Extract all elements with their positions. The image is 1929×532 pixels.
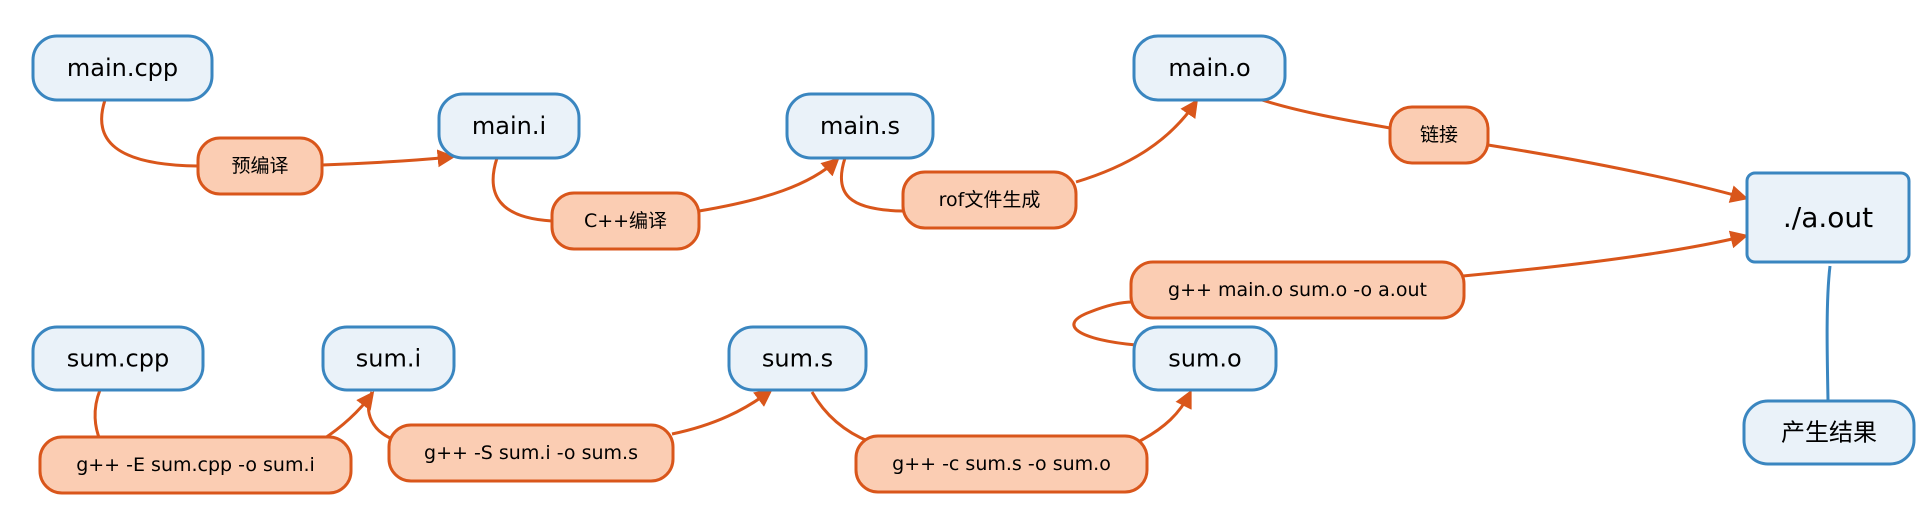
step-label: 预编译 xyxy=(231,155,288,177)
step-label: g++ main.o sum.o -o a.out xyxy=(1168,279,1427,301)
edge-main-i-to-compile xyxy=(491,157,553,223)
step-preprocess[interactable]: 预编译 xyxy=(196,136,324,196)
node-main-o[interactable]: main.o xyxy=(1132,34,1287,102)
step-gpp-e[interactable]: g++ -E sum.cpp -o sum.i xyxy=(38,435,353,495)
node-label: main.i xyxy=(472,112,546,140)
step-assemble[interactable]: rof文件生成 xyxy=(901,170,1078,230)
step-gpp-link[interactable]: g++ main.o sum.o -o a.out xyxy=(1129,260,1466,320)
node-sum-o[interactable]: sum.o xyxy=(1132,325,1278,392)
node-label: 产生结果 xyxy=(1781,419,1877,447)
step-compile[interactable]: C++编译 xyxy=(550,191,701,251)
edge-assemble-to-main-o xyxy=(1075,99,1199,184)
node-label: ./a.out xyxy=(1783,201,1873,234)
edge-sum-o-to-gpp-link xyxy=(1072,300,1137,347)
edge-sum-i-to-gpp-s xyxy=(367,391,396,442)
edge-aout-to-result xyxy=(1825,265,1832,401)
node-sum-i[interactable]: sum.i xyxy=(321,325,456,392)
node-result[interactable]: 产生结果 xyxy=(1742,399,1916,466)
step-label: g++ -c sum.s -o sum.o xyxy=(892,453,1111,475)
edge-sum-s-to-gpp-c xyxy=(810,391,871,444)
node-main-s[interactable]: main.s xyxy=(785,92,935,160)
edge-main-cpp-to-preprocess xyxy=(100,99,199,168)
edge-gpp-c-to-sum-o xyxy=(1137,389,1192,444)
edge-main-o-to-link xyxy=(1261,98,1391,130)
step-gpp-c[interactable]: g++ -c sum.s -o sum.o xyxy=(854,434,1149,494)
node-main-i[interactable]: main.i xyxy=(437,92,581,160)
step-label: 链接 xyxy=(1420,124,1458,146)
node-label: sum.o xyxy=(1168,345,1241,373)
node-main-cpp[interactable]: main.cpp xyxy=(31,34,214,102)
edge-link-to-aout xyxy=(1487,143,1749,203)
node-a-out[interactable]: ./a.out xyxy=(1745,171,1911,264)
step-label: C++编译 xyxy=(584,210,667,232)
edge-gpp-link-to-aout xyxy=(1462,230,1749,278)
node-label: sum.i xyxy=(356,345,421,373)
step-link[interactable]: 链接 xyxy=(1388,105,1490,165)
edge-sum-cpp-to-gpp-e xyxy=(93,389,102,441)
node-label: main.cpp xyxy=(67,54,178,82)
node-label: main.o xyxy=(1168,54,1250,82)
step-label: g++ -E sum.cpp -o sum.i xyxy=(76,454,315,476)
node-sum-cpp[interactable]: sum.cpp xyxy=(31,325,205,392)
node-label: sum.cpp xyxy=(67,345,169,373)
node-label: main.s xyxy=(820,112,900,140)
edge-gpp-s-to-sum-s xyxy=(671,388,773,436)
step-gpp-s[interactable]: g++ -S sum.i -o sum.s xyxy=(387,423,675,483)
step-label: rof文件生成 xyxy=(939,189,1041,211)
node-label: sum.s xyxy=(762,345,833,373)
edge-preprocess-to-main-i xyxy=(321,149,456,168)
edge-main-s-to-assemble xyxy=(839,157,904,213)
node-sum-s[interactable]: sum.s xyxy=(727,325,868,392)
edge-compile-to-main-s xyxy=(698,157,840,213)
edge-gpp-e-to-sum-i xyxy=(321,391,375,442)
step-label: g++ -S sum.i -o sum.s xyxy=(424,442,638,464)
